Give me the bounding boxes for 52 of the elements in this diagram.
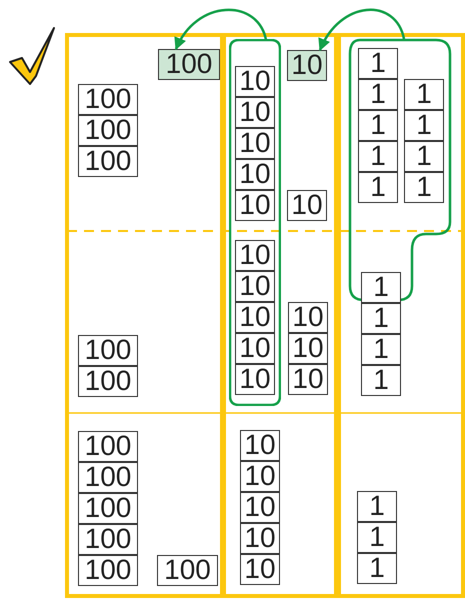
grouping-loop <box>348 38 452 302</box>
number-tile: 1 <box>404 172 444 203</box>
number-tile: 10 <box>240 492 280 523</box>
curved-arrow <box>318 8 406 52</box>
curved-arrow <box>174 8 268 50</box>
number-tile: 1 <box>358 110 398 141</box>
number-tile: 100 <box>78 524 138 555</box>
number-tile: 10 <box>235 240 275 271</box>
number-tile: 10 <box>287 190 327 221</box>
number-tile: 10 <box>240 554 280 585</box>
number-tile: 100 <box>158 49 220 80</box>
number-tile: 100 <box>78 366 138 397</box>
number-tile: 10 <box>240 523 280 554</box>
number-tile: 1 <box>404 110 444 141</box>
number-tile: 10 <box>235 271 275 302</box>
number-tile: 1 <box>357 522 397 553</box>
grouping-loop <box>229 39 281 406</box>
number-tile: 1 <box>357 491 397 522</box>
number-tile: 100 <box>78 462 138 493</box>
number-tile: 10 <box>235 302 275 333</box>
number-tile: 100 <box>78 146 138 177</box>
number-tile: 1 <box>358 172 398 203</box>
number-tile: 10 <box>240 461 280 492</box>
number-tile: 100 <box>78 555 138 586</box>
number-tile: 10 <box>235 364 275 395</box>
number-tile: 100 <box>78 84 138 115</box>
number-tile: 10 <box>235 159 275 190</box>
number-tile: 1 <box>358 141 398 172</box>
number-tile: 1 <box>358 79 398 110</box>
number-tile: 10 <box>288 302 328 333</box>
number-tile: 100 <box>78 431 138 462</box>
number-tile: 100 <box>78 115 138 146</box>
number-tile: 10 <box>288 333 328 364</box>
number-tile: 1 <box>361 303 401 334</box>
number-tile: 10 <box>235 190 275 221</box>
number-tile: 1 <box>404 141 444 172</box>
number-tile: 1 <box>361 365 401 396</box>
number-tile: 10 <box>235 333 275 364</box>
number-tile: 100 <box>78 493 138 524</box>
number-tile: 10 <box>235 66 275 97</box>
number-tile: 1 <box>357 553 397 584</box>
number-tile: 10 <box>240 430 280 461</box>
number-tile: 100 <box>78 335 138 366</box>
number-tile: 1 <box>361 334 401 365</box>
number-tile: 10 <box>235 97 275 128</box>
number-tile: 100 <box>157 555 218 586</box>
number-tile: 1 <box>404 79 444 110</box>
number-tile: 10 <box>235 128 275 159</box>
number-tile: 10 <box>288 364 328 395</box>
number-tile: 10 <box>287 50 327 81</box>
number-tile: 1 <box>358 48 398 79</box>
number-tile: 1 <box>361 272 401 303</box>
